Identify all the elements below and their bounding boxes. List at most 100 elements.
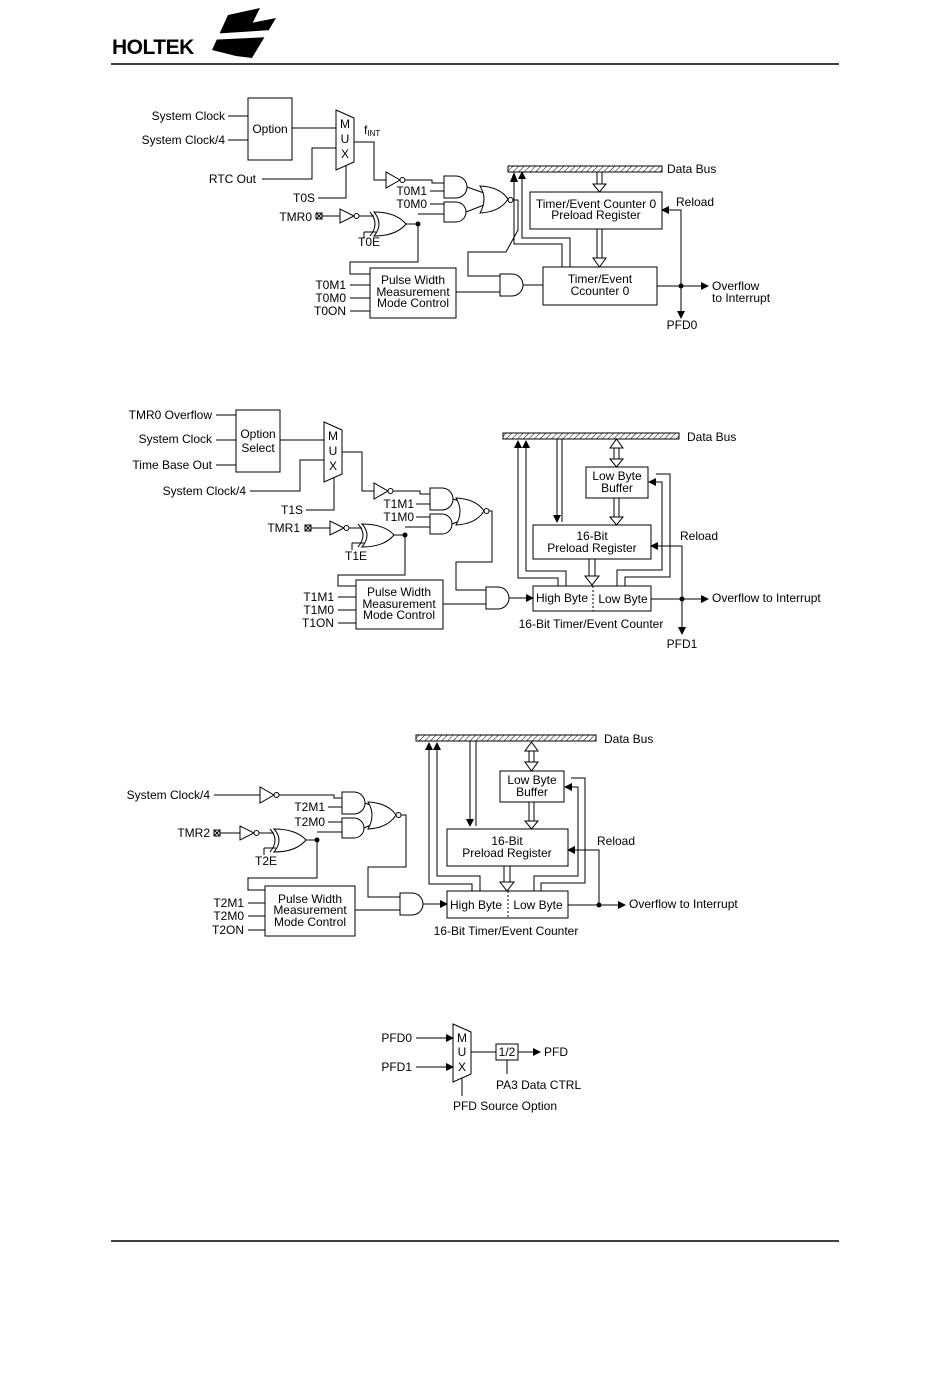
mux-pfd: [452, 1023, 472, 1083]
low-byte-buffer-timer1: [585, 466, 649, 499]
and-gate-enable-timer0: [499, 273, 524, 297]
data-bus-timer0: [507, 165, 663, 173]
diagram-timer1: TMR0 Overflow System Clock Time Base Out…: [129, 408, 822, 651]
high-byte-label: High Byte: [450, 898, 502, 912]
label-time-base-out: Time Base Out: [132, 458, 212, 472]
label-overflow-line2: to Interrupt: [712, 291, 771, 305]
option-select-line2: Select: [241, 441, 275, 455]
label-t0m1-gate: T0M1: [396, 184, 427, 198]
data-bus-label-timer2: Data Bus: [604, 732, 653, 746]
counter-caption: 16-Bit Timer/Event Counter: [434, 924, 579, 938]
holtek-logo-text: HOLTEK: [112, 36, 194, 59]
inverter-timer0: [385, 171, 402, 189]
or-gate-timer2: [367, 801, 397, 830]
inverter-timer2: [259, 786, 276, 804]
schmitt-buffer-tmr2: [239, 825, 256, 841]
label-tmr0: TMR0: [279, 210, 312, 224]
label-t2e: T2E: [255, 854, 277, 868]
label-pfd1-input: PFD1: [381, 1060, 412, 1074]
pwm-line1: Pulse Width: [381, 273, 445, 287]
inverter-timer1: [373, 482, 390, 500]
preload-line1: Timer/Event Counter 0: [536, 197, 657, 211]
label-t0m1: T0M1: [315, 278, 346, 292]
label-reload-timer0: Reload: [676, 195, 714, 209]
label-t2m1: T2M1: [213, 896, 244, 910]
label-pfd-output: PFD: [544, 1045, 568, 1059]
pwm-line3: Mode Control: [274, 915, 346, 929]
and-gate-t0m0: [443, 201, 467, 223]
header: HOLTEK: [111, 8, 839, 65]
data-bus-label-timer0: Data Bus: [667, 162, 716, 176]
label-t1m0: T1M0: [303, 603, 334, 617]
mux-m: M: [457, 1031, 467, 1045]
label-system-clock: System Clock: [139, 432, 213, 446]
low-byte-label: Low Byte: [513, 898, 563, 912]
option-select-block: [235, 409, 281, 473]
low-byte-label: Low Byte: [598, 592, 648, 606]
low-byte-buffer-line2: Buffer: [601, 481, 633, 495]
label-t0m0-gate: T0M0: [396, 197, 427, 211]
and-gate-t1m0: [429, 513, 453, 535]
low-byte-buffer-line2: Buffer: [516, 785, 548, 799]
xor-gate-timer2: [272, 828, 307, 853]
schmitt-buffer-tmr1: [329, 520, 346, 536]
preload-line1: 16-Bit: [576, 529, 608, 543]
mux-u: U: [329, 444, 338, 458]
preload-line2: Preload Register: [551, 208, 640, 222]
holtek-logo-icon: [208, 8, 276, 58]
label-t2m1-gate: T2M1: [294, 800, 325, 814]
preload-register-timer1: [532, 524, 652, 560]
label-t2m0-gate: T2M0: [294, 815, 325, 829]
label-pfd0-input: PFD0: [381, 1031, 412, 1045]
data-bus-label-timer1: Data Bus: [687, 430, 736, 444]
and-gate-enable-timer1: [485, 586, 510, 610]
mux-u: U: [458, 1045, 467, 1059]
label-reload-timer1: Reload: [680, 529, 718, 543]
mux-timer0: [335, 109, 355, 171]
counter-line1: Timer/Event: [568, 272, 633, 286]
xor-gate-timer1: [360, 523, 395, 548]
mux-x: X: [329, 459, 337, 473]
high-byte-label: High Byte: [536, 591, 588, 605]
or-gate-timer1: [455, 497, 485, 526]
label-overflow-timer1: Overflow to Interrupt: [712, 591, 821, 605]
pwm-line1: Pulse Width: [278, 892, 342, 906]
label-t0e: T0E: [358, 235, 380, 249]
divide-by-2-label: 1/2: [499, 1045, 516, 1059]
xor-gate-timer0: [372, 211, 407, 237]
label-tmr0-overflow: TMR0 Overflow: [129, 408, 213, 422]
label-system-clock-4: System Clock/4: [142, 133, 226, 147]
option-block: [247, 97, 293, 161]
counter-caption: 16-Bit Timer/Event Counter: [519, 617, 664, 631]
mux-u: U: [341, 132, 350, 146]
pwm-block-timer2: [264, 885, 356, 937]
mux-timer1: [323, 421, 343, 483]
label-tmr1: TMR1: [267, 521, 300, 535]
option-label: Option: [252, 122, 287, 136]
data-bus-timer1: [502, 432, 680, 440]
pwm-line2: Measurement: [273, 903, 347, 917]
counter-timer0: [542, 266, 658, 306]
mux-m: M: [340, 117, 350, 131]
or-gate-timer0: [479, 185, 509, 214]
and-gate-enable-timer2: [399, 892, 424, 916]
label-system-clock: System Clock: [152, 109, 226, 123]
label-rtc-out: RTC Out: [209, 172, 257, 186]
data-bus-timer2: [415, 734, 597, 742]
label-t2m0: T2M0: [213, 909, 244, 923]
label-t1m0-gate: T1M0: [383, 510, 414, 524]
and-gate-t0m1: [443, 175, 468, 199]
preload-line2: Preload Register: [547, 541, 636, 555]
label-t0m0: T0M0: [315, 291, 346, 305]
preload-line2: Preload Register: [462, 846, 551, 860]
option-select-line1: Option: [240, 427, 275, 441]
low-byte-buffer-line1: Low Byte: [507, 773, 557, 787]
label-t1on: T1ON: [302, 616, 334, 630]
pwm-line1: Pulse Width: [367, 585, 431, 599]
label-t0on: T0ON: [314, 304, 346, 318]
label-overflow-timer2: Overflow to Interrupt: [629, 897, 738, 911]
counter-line2: Ccounter 0: [571, 284, 630, 298]
label-overflow-line1: Overflow: [712, 279, 760, 293]
label-t2on: T2ON: [212, 923, 244, 937]
pwm-line2: Measurement: [362, 597, 436, 611]
